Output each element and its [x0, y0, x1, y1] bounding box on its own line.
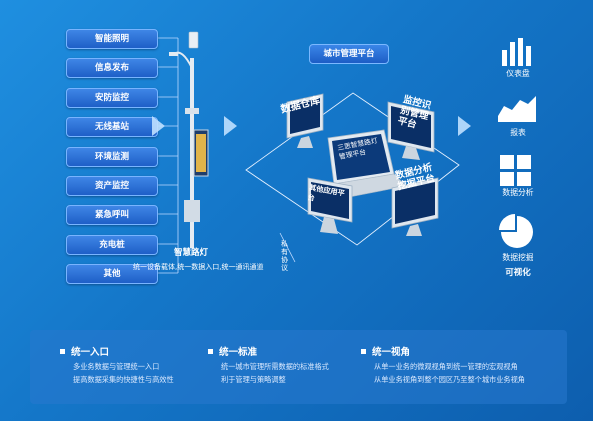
- pie-chart-icon[interactable]: [499, 214, 535, 250]
- private-protocol-label: 私有协议: [281, 240, 288, 272]
- feature-line: 从单一业务的微观视角到统一管理的宏观视角: [374, 362, 518, 371]
- features-panel: [30, 330, 567, 404]
- function-button-asset[interactable]: 资产监控: [66, 176, 158, 196]
- function-button-base-station[interactable]: 无线基站: [66, 117, 158, 137]
- monitor-icon: [286, 93, 324, 148]
- feature-line: 利于管理与策略调整: [221, 375, 286, 384]
- function-button-other[interactable]: 其他: [66, 264, 158, 284]
- feature-title-standard: 统一标准: [208, 344, 257, 358]
- function-button-lighting[interactable]: 智能照明: [66, 29, 158, 49]
- monitor-icon: [387, 101, 435, 160]
- feature-line: 统一城市管理所需数据的标准格式: [221, 362, 329, 371]
- street-lamp-title: 智慧路灯: [174, 248, 209, 258]
- dashboard-label: 仪表盘: [506, 69, 530, 78]
- function-button-emergency[interactable]: 紧急呼叫: [66, 205, 158, 225]
- data-mining-label: 数据挖掘: [502, 253, 534, 262]
- function-button-security[interactable]: 安防监控: [66, 88, 158, 108]
- street-lamp-icon: [169, 31, 209, 248]
- grid-icon[interactable]: [500, 155, 534, 187]
- arrow-icon: [152, 116, 165, 136]
- function-button-charging[interactable]: 充电桩: [66, 235, 158, 255]
- feature-title-view: 统一视角: [361, 344, 410, 358]
- report-label: 报表: [510, 128, 526, 137]
- platform-title[interactable]: 城市管理平台: [309, 44, 389, 64]
- bar-chart-icon[interactable]: [500, 38, 536, 66]
- laptop-icon: [327, 129, 407, 199]
- monitor-icon: [307, 177, 353, 234]
- function-button-info-publish[interactable]: 信息发布: [66, 58, 158, 78]
- feature-line: 多业务数据与管理统一入口: [73, 362, 160, 371]
- data-analysis-label: 数据分析: [502, 188, 534, 197]
- function-button-environment[interactable]: 环境监测: [66, 147, 158, 167]
- feature-line: 提高数据采集的快捷性与高效性: [73, 375, 174, 384]
- monitor-icon: [391, 177, 439, 236]
- street-lamp-caption: 统一设备载体,统一数据入口,统一通讯通道: [133, 263, 264, 271]
- feature-line: 从单业务视角到整个园区乃至整个城市业务视角: [374, 375, 525, 384]
- visualization-label: 可视化: [505, 268, 531, 278]
- arrow-icon: [458, 116, 471, 136]
- feature-title-entry: 统一入口: [60, 344, 109, 358]
- arrow-icon: [224, 116, 237, 136]
- area-chart-icon[interactable]: [498, 94, 538, 124]
